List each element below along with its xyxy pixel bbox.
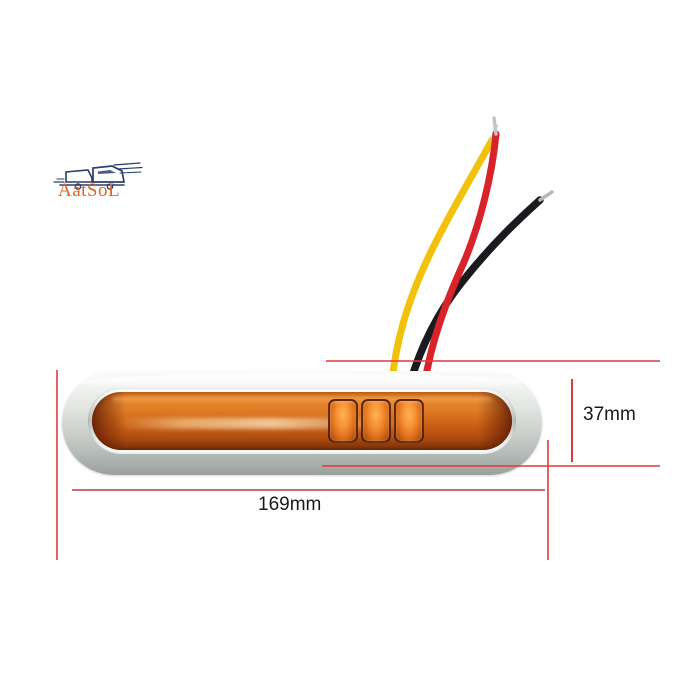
dimension-label-height: 37mm bbox=[583, 404, 636, 425]
dimension-label-width: 169mm bbox=[258, 494, 322, 515]
led-emitter bbox=[328, 399, 358, 443]
truck-icon bbox=[53, 162, 143, 190]
lens-top-highlight bbox=[112, 397, 492, 404]
yellow-wire bbox=[388, 136, 496, 386]
led-emitter bbox=[361, 399, 391, 443]
yellow-wire-tip bbox=[490, 124, 498, 142]
black-wire-tip bbox=[538, 190, 554, 202]
black-wire bbox=[406, 196, 544, 388]
amber-lens bbox=[92, 392, 512, 450]
led-emitter bbox=[394, 399, 424, 443]
red-wire bbox=[420, 130, 500, 392]
led-cluster bbox=[328, 399, 424, 443]
red-wire-tip bbox=[492, 116, 498, 136]
brand-logo: AatSoL bbox=[52, 160, 144, 208]
brand-name: AatSoL bbox=[58, 180, 121, 201]
led-marker-lamp bbox=[62, 371, 542, 475]
